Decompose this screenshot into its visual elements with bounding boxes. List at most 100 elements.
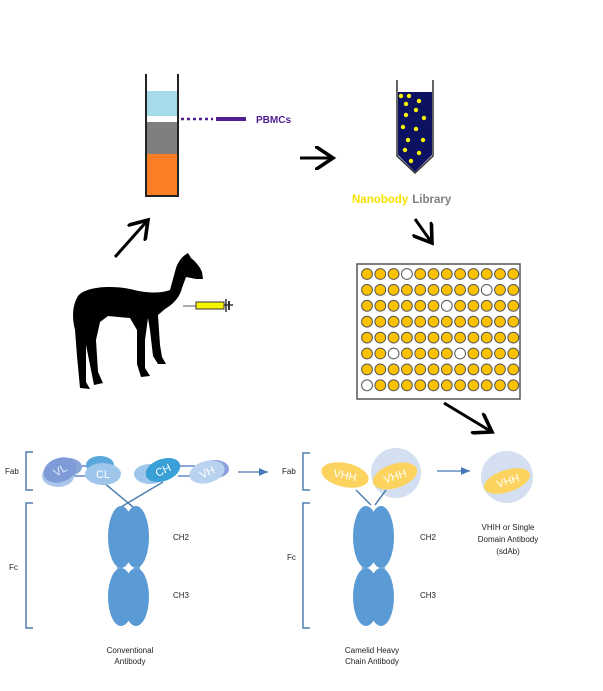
well-filled bbox=[507, 331, 520, 344]
nanobody-dot bbox=[413, 126, 419, 132]
camelid-antibody: Fab Fc VHH VHH CH2 CH3 Camelid Heavy Cha… bbox=[282, 448, 437, 666]
fab-bracket bbox=[25, 451, 33, 491]
well-filled bbox=[440, 331, 453, 344]
well-filled bbox=[467, 315, 480, 328]
well-filled bbox=[427, 379, 440, 392]
well-filled bbox=[494, 268, 506, 280]
well-filled bbox=[454, 379, 467, 392]
well-filled bbox=[374, 315, 387, 328]
well-filled bbox=[494, 347, 506, 360]
conv-fc-label: Fc bbox=[9, 563, 18, 572]
well-filled bbox=[361, 315, 373, 328]
nanobody-dot bbox=[398, 93, 404, 99]
nanobody-dot bbox=[405, 137, 411, 143]
sdab-caption-line3: (sdAb) bbox=[496, 547, 520, 556]
pbmc-label: PBMCs bbox=[256, 115, 291, 126]
wells bbox=[361, 268, 520, 392]
camelid-fab-label: Fab bbox=[282, 467, 296, 476]
well-filled bbox=[387, 268, 400, 280]
well-filled bbox=[374, 268, 387, 280]
well-filled bbox=[427, 315, 440, 328]
well-filled bbox=[454, 299, 467, 312]
arrow-llama-to-tube bbox=[113, 220, 148, 258]
domain-vh: VH bbox=[198, 464, 217, 481]
library-tube bbox=[396, 80, 434, 175]
well-filled bbox=[480, 379, 493, 392]
conv-fab-label: Fab bbox=[5, 467, 19, 476]
well-filled bbox=[427, 299, 440, 312]
well-filled bbox=[507, 284, 520, 296]
well-filled bbox=[401, 347, 413, 360]
well-filled bbox=[387, 363, 400, 376]
well-filled bbox=[454, 268, 467, 280]
well-filled bbox=[440, 379, 453, 392]
well-filled bbox=[387, 299, 400, 312]
well-filled bbox=[454, 315, 467, 328]
syringe-icon bbox=[183, 299, 233, 312]
well-empty bbox=[454, 347, 467, 360]
well-filled bbox=[480, 315, 493, 328]
tube-outline bbox=[145, 74, 179, 197]
pbmc-indicator: PBMCs bbox=[181, 115, 291, 126]
well-filled bbox=[467, 331, 480, 344]
well-filled bbox=[467, 284, 480, 296]
well-filled bbox=[494, 299, 506, 312]
gray-layer bbox=[147, 122, 177, 154]
well-filled bbox=[440, 347, 453, 360]
well-filled bbox=[480, 299, 493, 312]
well-filled bbox=[401, 299, 413, 312]
conv-ch3-label: CH3 bbox=[173, 591, 190, 600]
well-filled bbox=[387, 331, 400, 344]
well-filled bbox=[401, 284, 413, 296]
well-filled bbox=[374, 284, 387, 296]
well-filled bbox=[401, 379, 413, 392]
well-filled bbox=[467, 347, 480, 360]
well-filled bbox=[467, 379, 480, 392]
library-label-library: Library bbox=[412, 194, 452, 206]
well-filled bbox=[480, 268, 493, 280]
well-filled bbox=[440, 284, 453, 296]
well-filled bbox=[507, 363, 520, 376]
well-filled bbox=[507, 347, 520, 360]
nanobody-dot bbox=[421, 115, 427, 121]
nanobody-dot bbox=[402, 147, 408, 153]
well-filled bbox=[414, 331, 427, 344]
well-filled bbox=[454, 331, 467, 344]
nanobody-dot bbox=[408, 158, 414, 164]
well-filled bbox=[374, 331, 387, 344]
well-filled bbox=[387, 284, 400, 296]
well-filled bbox=[414, 363, 427, 376]
well-filled bbox=[440, 315, 453, 328]
nanobody-dot bbox=[403, 112, 409, 118]
camelid-ch2-label: CH2 bbox=[420, 533, 437, 542]
well-filled bbox=[480, 331, 493, 344]
well-filled bbox=[414, 284, 427, 296]
well-filled bbox=[440, 268, 453, 280]
well-filled bbox=[361, 363, 373, 376]
well-filled bbox=[374, 379, 387, 392]
llama-icon bbox=[73, 253, 203, 389]
well-filled bbox=[480, 347, 493, 360]
well-filled bbox=[507, 315, 520, 328]
well-filled bbox=[494, 379, 506, 392]
fc-bracket bbox=[25, 502, 33, 629]
nanobody-dot bbox=[413, 107, 419, 113]
nanobody-dot bbox=[400, 124, 406, 130]
well-filled bbox=[494, 284, 506, 296]
conv-caption-line1: Conventional bbox=[107, 646, 154, 655]
camelid-caption-line1: Camelid Heavy bbox=[345, 646, 399, 655]
single-domain-antibody: VHH VHIH or Single Domain Antibody (sdAb… bbox=[478, 451, 538, 556]
well-filled bbox=[507, 379, 520, 392]
well-filled bbox=[414, 379, 427, 392]
well-filled bbox=[467, 268, 480, 280]
well-filled bbox=[467, 299, 480, 312]
well-filled bbox=[427, 331, 440, 344]
well-empty bbox=[387, 347, 400, 360]
well-filled bbox=[361, 284, 373, 296]
camelid-domain-vhh-left: VHH bbox=[332, 468, 357, 485]
library-dots bbox=[398, 93, 427, 164]
well-filled bbox=[361, 299, 373, 312]
nanobody-dot bbox=[403, 101, 409, 107]
